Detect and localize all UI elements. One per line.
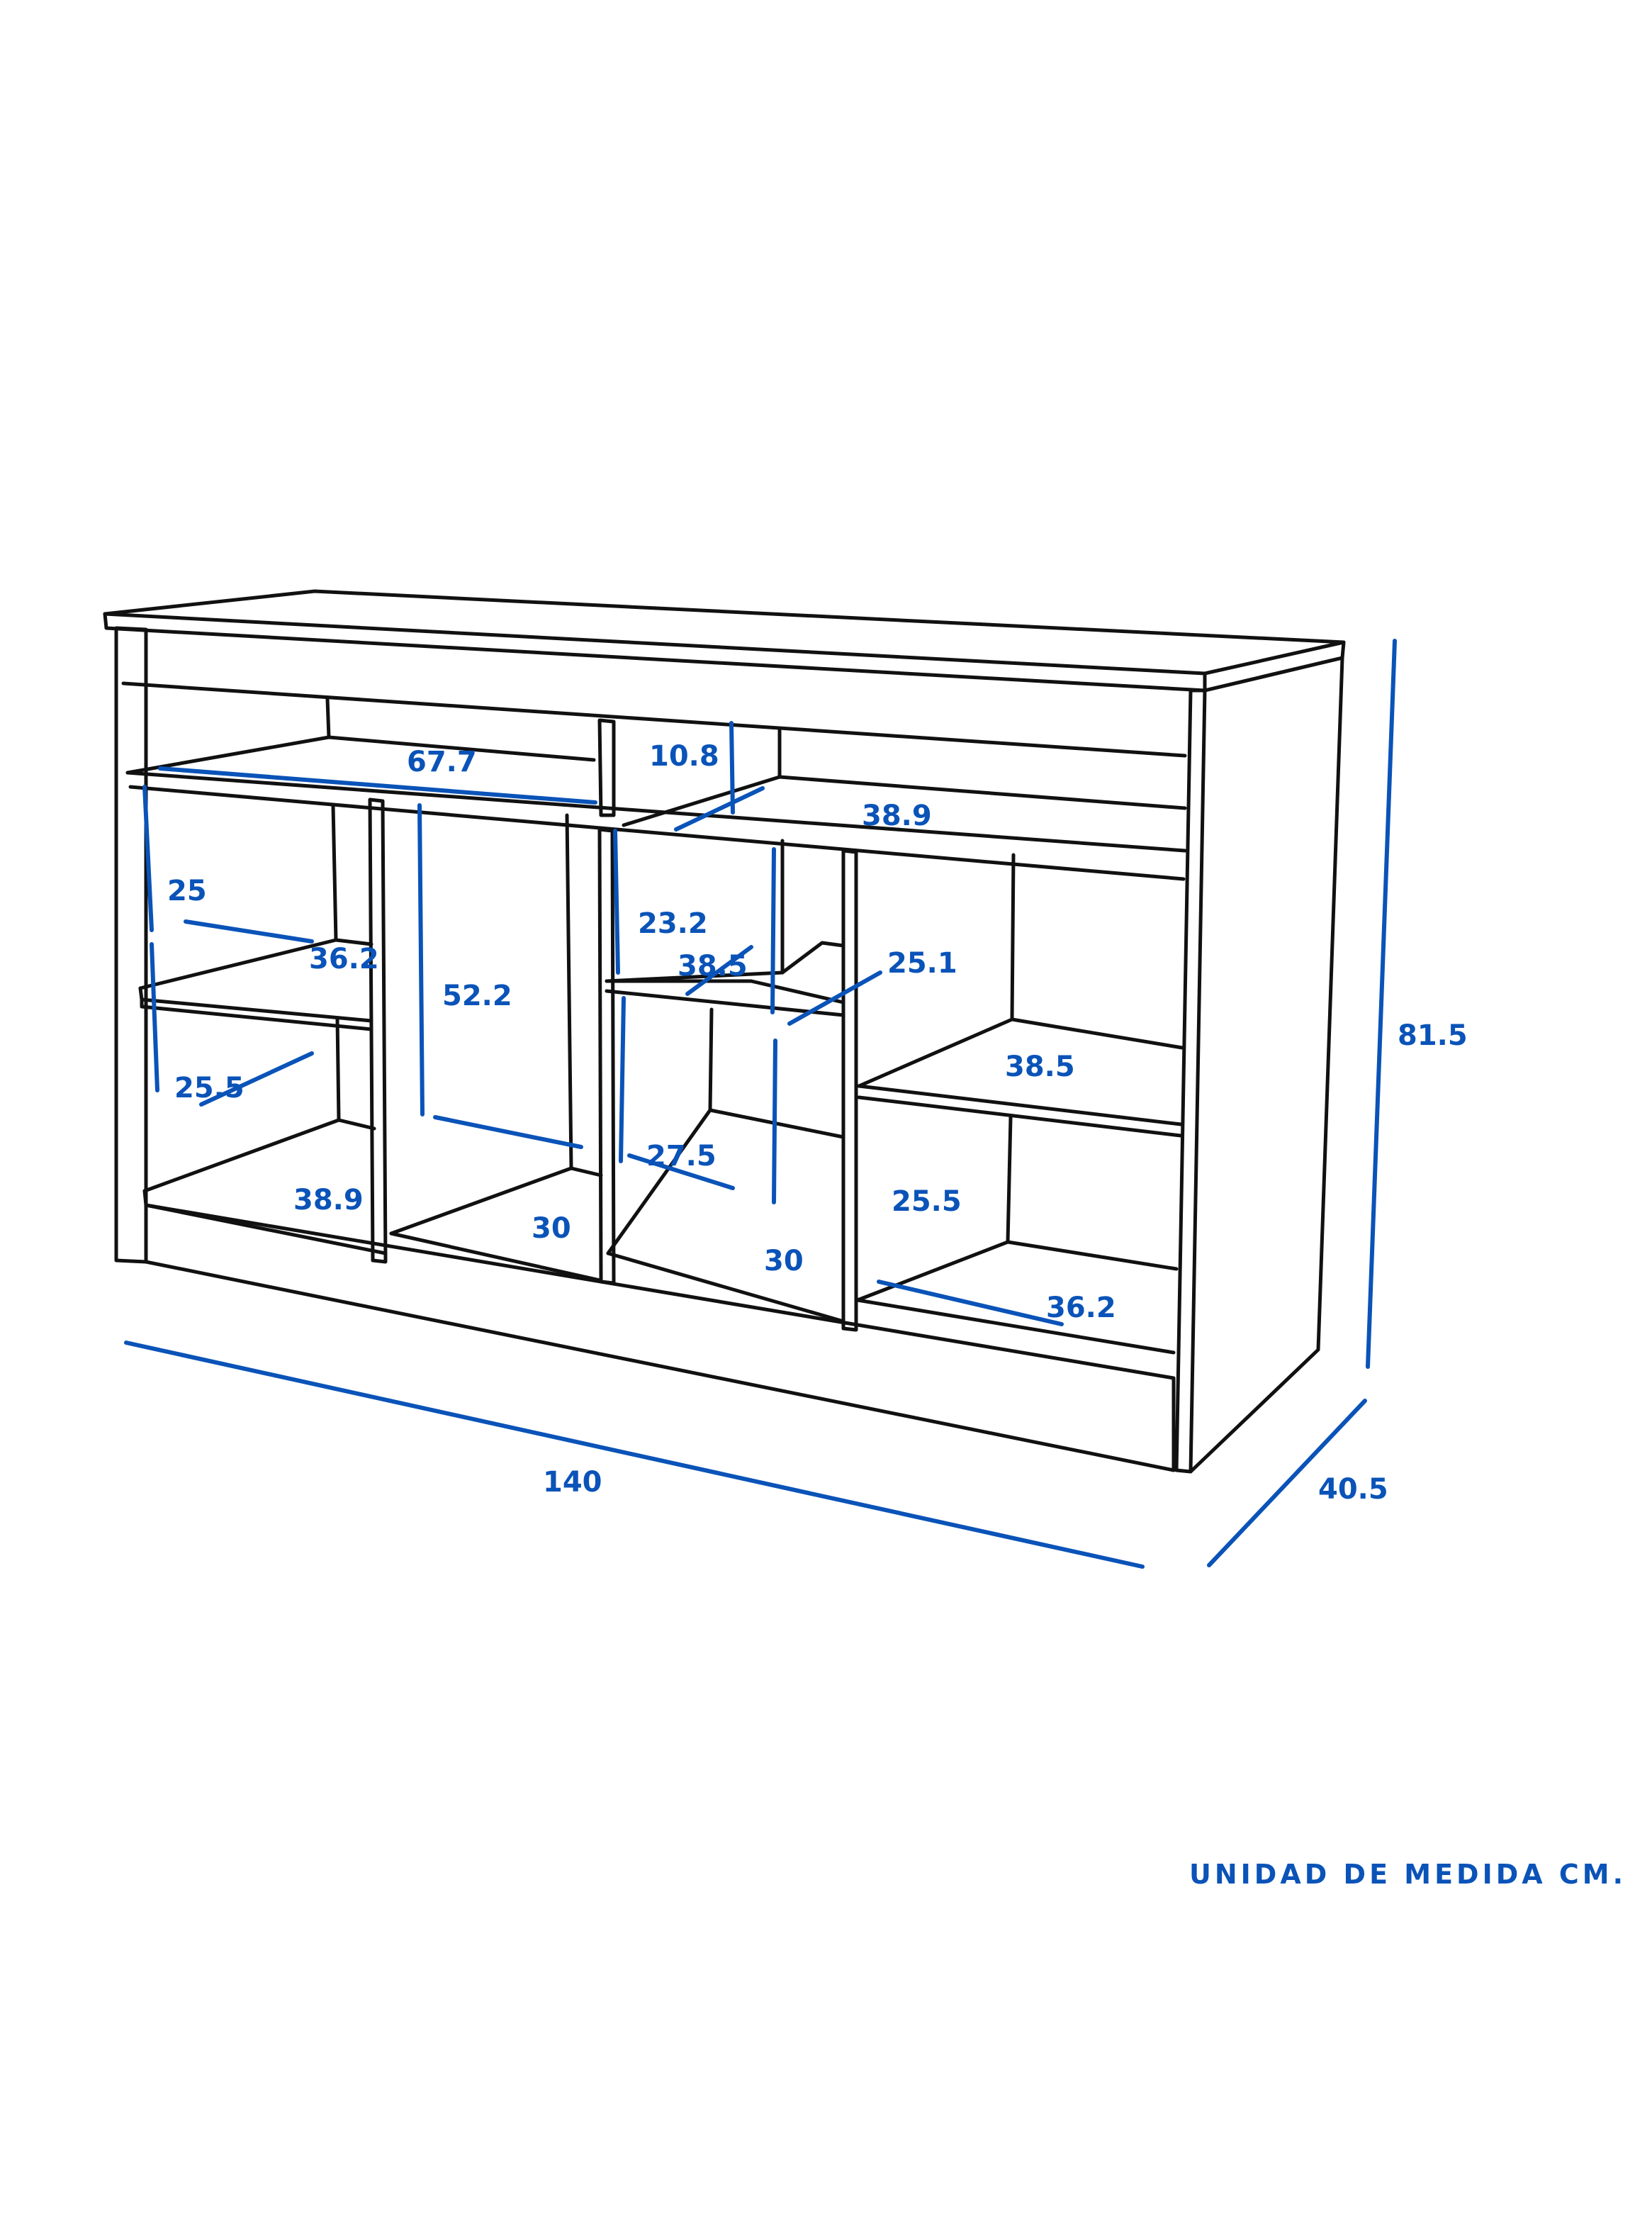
col3-shelf-front-bottom [605,989,845,1017]
overall-height-label: 81.5 [1398,1019,1468,1052]
col4-shelf-depth-label: 38.5 [1005,1051,1075,1083]
top-slab-side-edge [1203,640,1346,693]
plinth-bottom [144,1260,1176,1472]
col1-shelf-front-bottom [140,997,373,1031]
col3-shelf-depth-line [685,945,753,996]
overall-depth-label: 40.5 [1318,1473,1388,1506]
col2-back-vertical [565,813,573,1170]
col3-back-vertical-lower [708,1007,714,1112]
col1-shelf-top [138,938,373,990]
top-right-compartment-height-line [729,721,735,815]
col4-shelf-front [857,1084,1183,1126]
col4-bottom-floor [855,1240,1179,1302]
top-slab-front-edge [103,612,1207,693]
col2-bottom-width-label: 30 [532,1212,571,1245]
top-shelf-front-edge-bottom [128,785,1186,881]
col3-bottom-width-label: 30 [764,1245,804,1277]
col4-back-vertical-upper [1010,853,1016,1022]
top-right-compartment-height-label: 10.8 [649,740,719,773]
unit-note: UNIDAD DE MEDIDA CM. [1189,1859,1627,1890]
col3-shelf-front [605,979,845,1004]
col4-upper-height-line [770,847,776,1014]
plinth-top [144,1203,1176,1380]
col3-lower-height-line [619,996,626,1163]
col3-shelf-top [605,941,845,983]
col4-upper-height-label: 25.1 [887,947,957,980]
col4-bottom-front [855,1298,1176,1355]
col3-shelf-depth-label: 38.5 [678,950,748,983]
col1-bottom-floor [142,1118,376,1193]
col3-lower-height-label: 27.5 [646,1140,717,1173]
top-left-shelf-width-line [158,766,597,805]
col2-height-label: 52.2 [442,980,512,1012]
top-shelf-front-top-right [622,775,782,827]
upper-right-back-bottom [777,775,1187,810]
furniture-outline [103,589,1346,1474]
col1-upper-shelf-depth-line [184,919,314,944]
upper-left-back-vertical [325,697,331,739]
upper-header-bottom [121,681,1187,758]
col1-lower-height-label: 25.5 [174,1072,245,1104]
top-right-shelf-depth-line [674,786,765,832]
col4-shelf-front-bottom [857,1095,1183,1138]
col4-bottom-width-label: 36.2 [1046,1292,1116,1324]
col2-bottom-floor [389,1166,603,1236]
col3-upper-height-line [613,829,620,975]
upper-left-back-bottom [327,735,596,762]
top-shelf-front-edge-top [125,771,1187,853]
col4-bottom-width-line [877,1280,1064,1326]
col1-back-vertical-lower [335,1016,341,1122]
divider-3 [841,849,858,1332]
top-right-shelf-depth-label: 38.9 [862,800,932,832]
right-side-panel-face [1189,656,1344,1474]
upper-middle-divider [597,718,616,817]
col1-back-vertical-upper [331,803,338,942]
dimension-labels: 140 81.5 40.5 67.7 10.8 38.9 25 36.2 25.… [167,740,1468,1506]
col2-bottom-front [389,1231,602,1282]
overall-height-line [1366,639,1397,1369]
overall-depth-line [1207,1399,1367,1567]
col3-bottom-width-line [627,1153,735,1190]
col4-back-vertical-lower [1006,1115,1013,1244]
dimension-lines [124,639,1397,1569]
overall-width-label: 140 [543,1466,602,1499]
col1-lower-height-line [150,942,159,1092]
col1-upper-shelf-depth-label: 36.2 [309,943,379,975]
col4-lower-height-line [772,1039,777,1204]
col4-lower-height-label: 25.5 [892,1185,962,1218]
col1-upper-height-line [142,785,154,932]
top-slab-top-face [103,589,1346,676]
col3-bottom-front [606,1251,845,1323]
col1-upper-height-label: 25 [167,875,207,907]
col3-upper-height-label: 23.2 [638,907,708,940]
top-shelf-front-top [125,735,331,775]
divider-1 [368,798,388,1264]
col2-bottom-width-line [433,1115,583,1149]
overall-width-line [124,1341,1145,1569]
col2-height-line [417,803,425,1116]
divider-2 [597,827,616,1285]
top-left-shelf-width-label: 67.7 [407,746,477,778]
col1-shelf-front [138,986,373,1023]
col1-lower-shelf-depth-label: 38.9 [293,1184,364,1216]
col1-lower-shelf-depth-line [199,1051,314,1107]
col4-shelf-top [857,1017,1184,1088]
col3-bottom-floor [606,1108,845,1255]
col4-shelf-depth-line [787,970,882,1026]
left-side-panel [114,626,148,1264]
